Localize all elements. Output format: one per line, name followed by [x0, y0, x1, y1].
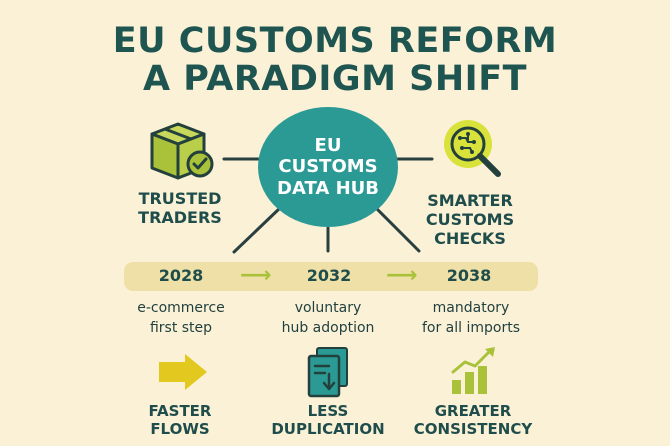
connector-bottom-right: [374, 206, 421, 253]
node-label-smarter-checks: SMARTER CUSTOMS CHECKS: [425, 191, 515, 249]
timeline-year: 2038: [446, 266, 492, 285]
timeline-description: voluntary hub adoption: [281, 300, 375, 336]
hub-line-1: EU: [314, 134, 342, 156]
data-hub-circle: EU CUSTOMS DATA HUB: [258, 107, 398, 227]
magnifier-circuit-icon: [444, 120, 501, 177]
arrow-right-icon: [159, 354, 207, 390]
timeline-year: 2028: [158, 266, 204, 285]
package-check-icon: [150, 122, 214, 180]
benefit-label-greater-consistency: GREATER CONSISTENCY: [413, 402, 533, 438]
arrow-right-icon: ⟶: [240, 263, 272, 288]
timeline-band: [124, 262, 538, 291]
benefit-label-less-duplication: LESS DUPLICATION: [271, 402, 385, 438]
title-line-2: A PARADIGM SHIFT: [143, 59, 527, 99]
bar-chart-growth-icon: [451, 347, 495, 394]
connector-bottom-left: [232, 206, 282, 254]
hub-line-3: DATA HUB: [277, 177, 379, 199]
node-label-trusted-traders: TRUSTED TRADERS: [138, 189, 222, 228]
arrow-right-icon: ⟶: [386, 263, 418, 288]
hub-line-2: CUSTOMS: [278, 156, 378, 178]
document-icon: [307, 347, 348, 398]
title-line-1: EU CUSTOMS REFORM: [112, 21, 558, 61]
timeline-year: 2032: [306, 266, 352, 285]
benefit-label-faster-flows: FASTER FLOWS: [148, 402, 212, 438]
timeline-description: mandatory for all imports: [421, 300, 521, 336]
timeline-description: e-commerce first step: [137, 300, 225, 336]
